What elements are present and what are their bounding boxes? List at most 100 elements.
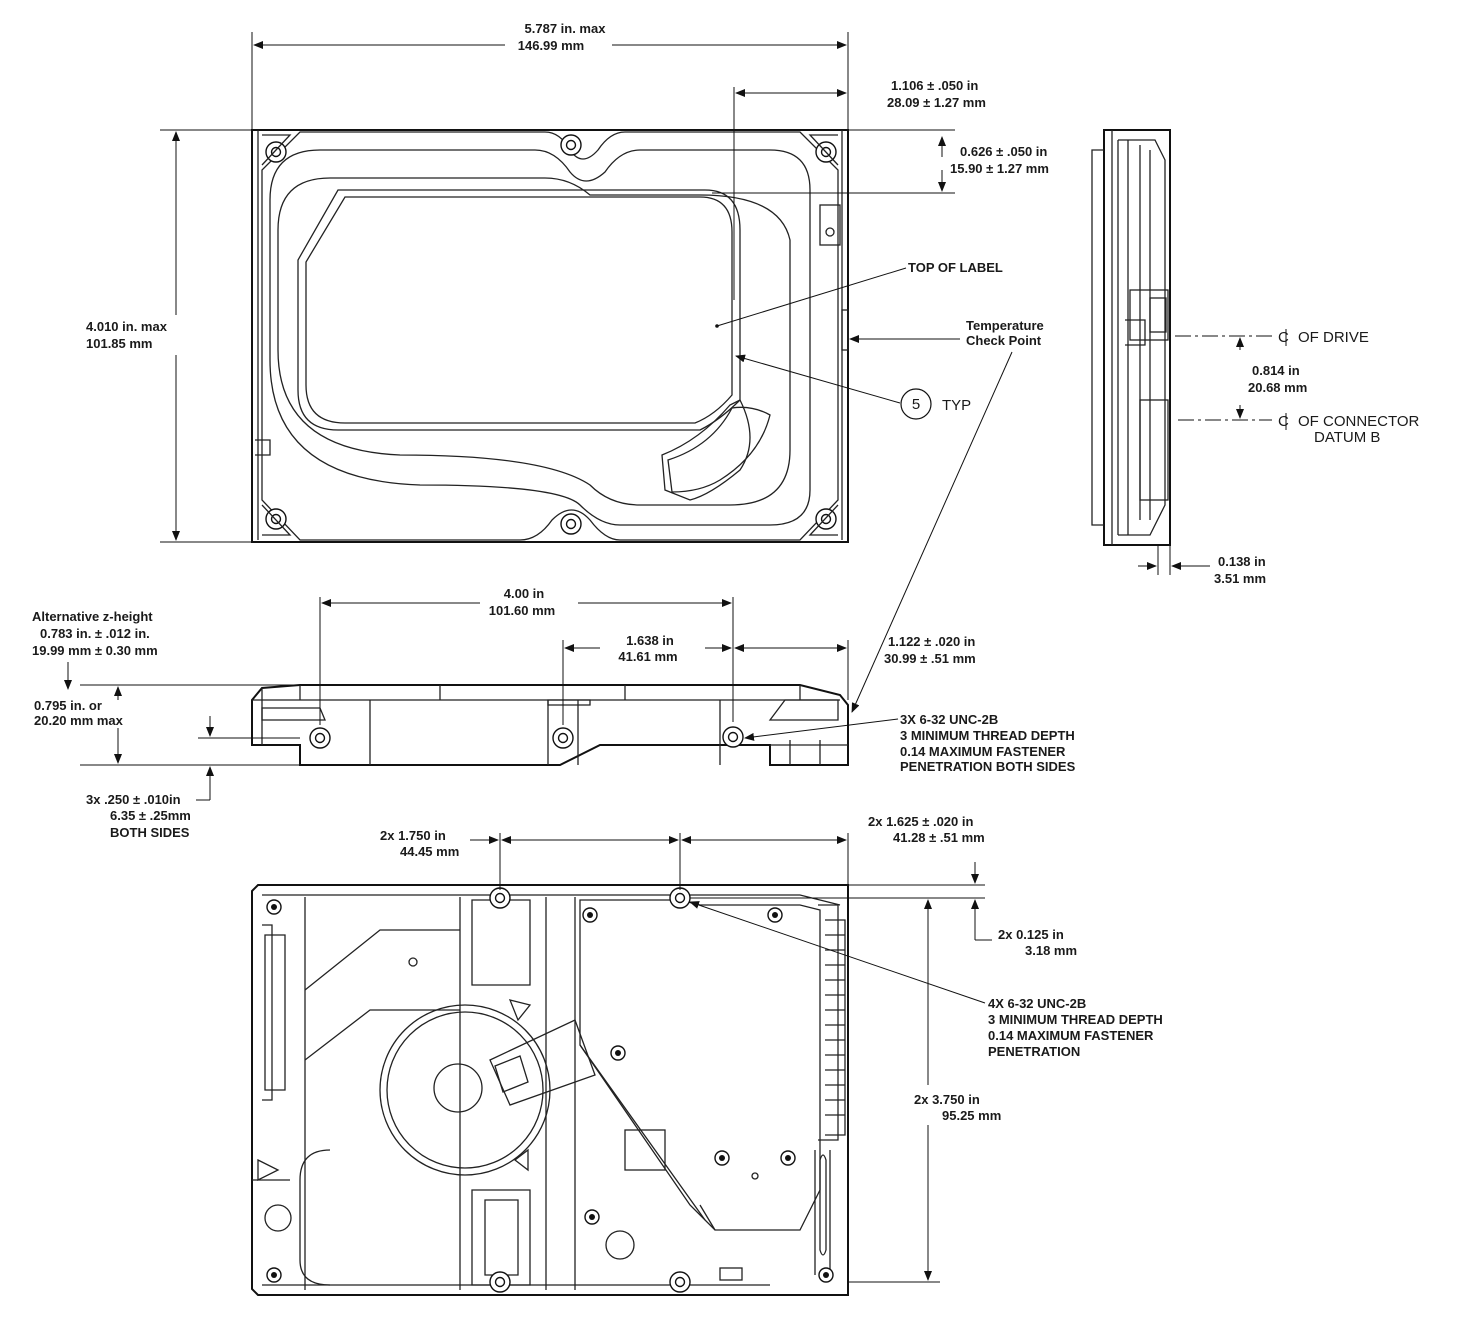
pcb-edge (579, 1044, 716, 1231)
right-slot (819, 1154, 827, 1256)
bottom-span-in: 2x 3.750 in (914, 1092, 980, 1107)
label-area-inner (305, 196, 733, 424)
flex-connector (489, 1019, 596, 1106)
left-dim-in: 2x 1.750 in (380, 828, 446, 843)
svg-text:C: C (1278, 329, 1289, 346)
front-hole-mid (552, 727, 574, 749)
thread-line2: 3 MINIMUM THREAD DEPTH (900, 728, 1075, 743)
label-offset-mm: 28.09 ± 1.27 mm (887, 95, 986, 110)
top-of-label-leader (716, 267, 907, 327)
temp-line2: Check Point (966, 333, 1042, 348)
pcb-board (579, 899, 821, 1231)
edge-in: 2x 0.125 in (998, 927, 1064, 942)
bottom-left-curve (299, 1149, 331, 1286)
latch-hole (825, 227, 835, 237)
corner-screw-tl (265, 141, 287, 163)
label-area (297, 189, 741, 431)
height-in: 4.010 in. max (86, 319, 168, 334)
temp-check-point (841, 309, 849, 351)
end-mm: 30.99 ± .51 mm (884, 651, 976, 666)
edge-ext-lines (690, 884, 985, 899)
spindle-hub (433, 1063, 483, 1113)
span-in: 4.00 in (504, 586, 545, 601)
side-pcb (1118, 139, 1166, 536)
side-notch (255, 439, 271, 456)
width-in: 5.787 in. max (525, 21, 607, 36)
end-in: 1.122 ± .020 in (888, 634, 975, 649)
front-corner-pads (261, 699, 839, 721)
front-outline (251, 684, 849, 766)
front-connector (770, 740, 848, 765)
top-of-label-text: TOP OF LABEL (908, 260, 1003, 275)
bottom-round-1 (264, 1204, 292, 1232)
width-mm: 146.99 mm (518, 38, 585, 53)
corner-screw-tc (560, 134, 582, 156)
front-top-strip (252, 685, 840, 745)
offset-in: 0.814 in (1252, 363, 1300, 378)
bottom-windows (471, 899, 531, 1286)
front-height-mm: 20.20 mm max (34, 713, 124, 728)
bottom-frame-lines (304, 897, 576, 1290)
small-hole (408, 957, 418, 967)
label-top-in: 0.626 ± .050 in (960, 144, 1047, 159)
bottom-thread-leader (689, 901, 986, 1004)
sata-connector (818, 904, 839, 1141)
pcb-screw-3 (610, 1045, 626, 1061)
pcb-screw-5 (780, 1150, 796, 1166)
bottom-window-inner (484, 1199, 519, 1276)
cover-groove (269, 149, 811, 526)
height-ext-lines (80, 684, 300, 766)
side-detail-b (1125, 319, 1146, 346)
alt-mm: 19.99 mm ± 0.30 mm (32, 643, 158, 658)
bottom-left-slot (264, 934, 286, 1091)
callout-num: 5 (912, 396, 920, 413)
top-of-label-dot (715, 324, 719, 328)
spindle-motor (379, 1004, 551, 1176)
right-dim-mm: 41.28 ± .51 mm (893, 830, 985, 845)
side-outline (1103, 129, 1171, 546)
side-sata-connector (1139, 399, 1169, 501)
thread-line3: 0.14 MAXIMUM FASTENER (900, 744, 1066, 759)
height-extension-lines (160, 129, 252, 543)
spindle-cover (661, 399, 751, 501)
datum-text: DATUM B (1314, 429, 1380, 446)
pcb-screw-1 (582, 907, 598, 923)
bottom-left-rails (252, 924, 290, 1181)
cl-connector-text: OF CONNECTOR (1298, 413, 1420, 430)
bottom-span-mm: 95.25 mm (942, 1108, 1001, 1123)
callout-bubble (900, 388, 932, 420)
front-hole-right (722, 726, 744, 748)
offset-mm: 20.68 mm (1248, 380, 1307, 395)
side-layers (1111, 130, 1129, 545)
pcb-screw-4 (714, 1150, 730, 1166)
height-mm: 101.85 mm (86, 336, 153, 351)
spindle-motor-ring (386, 1011, 544, 1169)
centerline-symbol-connector: C (1278, 413, 1289, 430)
left-dim-mm: 44.45 mm (400, 844, 459, 859)
side-view: 0.814 in 20.68 mm C OF DRIVE C OF CONNEC… (1091, 129, 1420, 586)
bottom-chip (624, 1129, 666, 1171)
cl-drive-text: OF DRIVE (1298, 329, 1369, 346)
bottom-mount-hole-3 (489, 1271, 511, 1293)
hole-in: 3x .250 ± .010in (86, 792, 181, 807)
front-hole-left (309, 727, 331, 749)
bottom-mount-hole-2 (669, 887, 691, 909)
right-rail (814, 1150, 831, 1275)
corner-screw-bc (560, 513, 582, 535)
thread-line1: 3X 6-32 UNC-2B (900, 712, 998, 727)
front-view: 4.00 in 101.60 mm 1.638 in 41.61 mm 1.12… (32, 586, 1076, 840)
front-extension-lines (319, 597, 849, 725)
bottom-thread-line2: 3 MINIMUM THREAD DEPTH (988, 1012, 1163, 1027)
bottom-tab (719, 1267, 743, 1281)
conn-ext (1157, 545, 1171, 575)
temp-leader-down (851, 351, 1013, 713)
mid-mm: 41.61 mm (618, 649, 677, 664)
bottom-mount-hole-1 (489, 887, 511, 909)
bottom-round-2 (605, 1230, 635, 1260)
alt-in: 0.783 in. ± .012 in. (40, 626, 150, 641)
bottom-screw-br (818, 1267, 834, 1283)
thread-leader (744, 718, 899, 741)
bottom-screw-bl (266, 1267, 282, 1283)
alt-title: Alternative z-height (32, 609, 153, 624)
